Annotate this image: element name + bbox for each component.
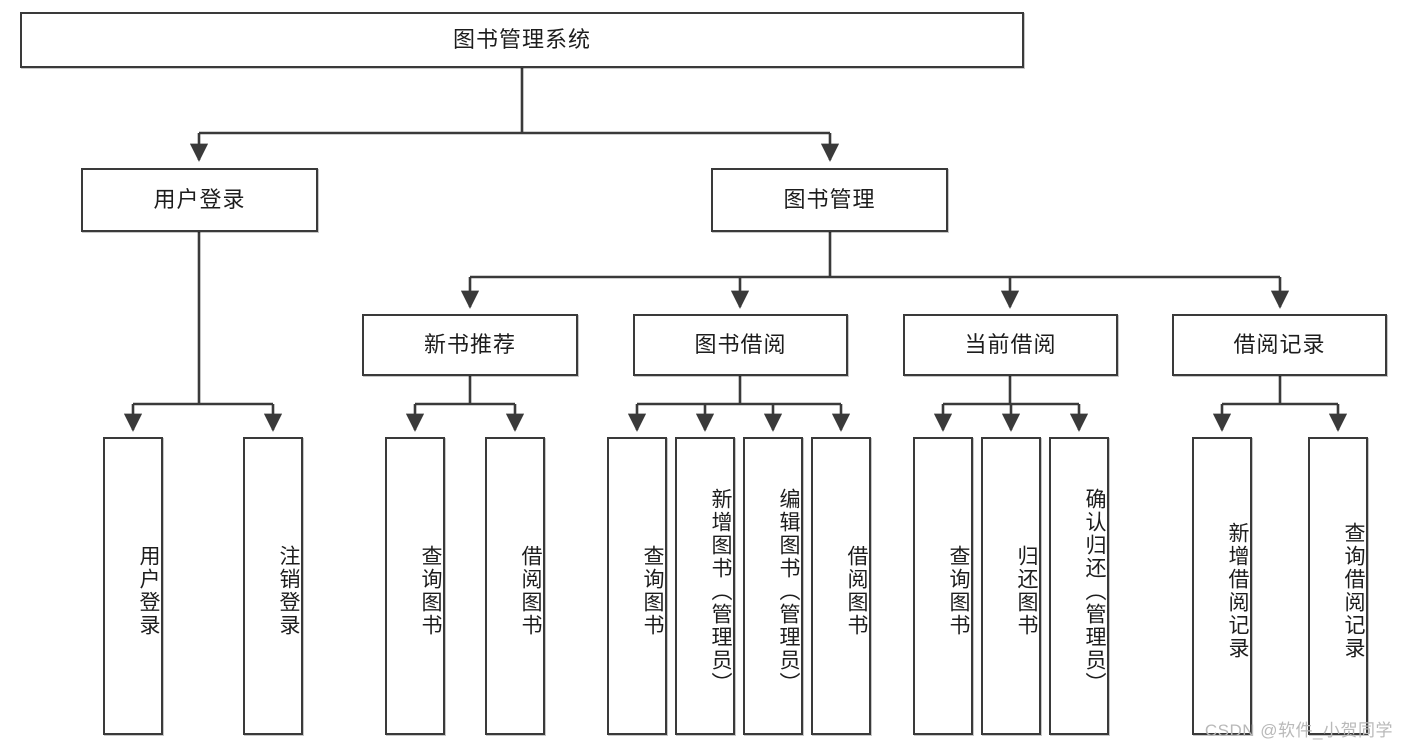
leaf-user-login[interactable]: 用户登录 — [103, 437, 163, 735]
leaf-label: 查询借阅记录 — [1342, 522, 1365, 660]
leaf-label: 查询图书 — [641, 545, 664, 637]
leaf-borrow-add-book-admin[interactable]: 新增图书（管理员） — [675, 437, 735, 735]
node-user-login[interactable]: 用户登录 — [81, 168, 318, 232]
node-label: 新书推荐 — [423, 332, 516, 358]
node-root-book-management-system[interactable]: 图书管理系统 — [20, 12, 1024, 68]
leaf-logout[interactable]: 注销登录 — [243, 437, 303, 735]
leaf-new-book-query-book[interactable]: 查询图书 — [385, 437, 445, 735]
leaf-label: 用户登录 — [137, 545, 160, 637]
node-current-borrowing[interactable]: 当前借阅 — [903, 314, 1118, 376]
leaf-label: 归还图书 — [1015, 545, 1038, 637]
node-label: 图书借阅 — [694, 332, 787, 358]
leaf-borrow-borrow-book[interactable]: 借阅图书 — [811, 437, 871, 735]
node-label: 借阅记录 — [1233, 332, 1326, 358]
leaf-label: 新增借阅记录 — [1226, 522, 1249, 660]
node-book-management[interactable]: 图书管理 — [711, 168, 948, 232]
leaf-label: 查询图书 — [947, 545, 970, 637]
leaf-label: 借阅图书 — [845, 545, 868, 637]
leaf-borrow-query-book[interactable]: 查询图书 — [607, 437, 667, 735]
leaf-label: 借阅图书 — [519, 545, 542, 637]
node-label: 用户登录 — [153, 187, 246, 213]
node-new-book-recommendation[interactable]: 新书推荐 — [362, 314, 578, 376]
leaf-label: 新增图书（管理员） — [709, 487, 732, 695]
leaf-label: 查询图书 — [419, 545, 442, 637]
watermark-text: CSDN @软件_小贺同学 — [1204, 721, 1393, 740]
leaf-label: 注销登录 — [277, 545, 300, 637]
node-label: 图书管理系统 — [452, 27, 591, 53]
leaf-current-confirm-return-admin[interactable]: 确认归还（管理员） — [1049, 437, 1109, 735]
node-label: 当前借阅 — [964, 332, 1057, 358]
leaf-record-query-record[interactable]: 查询借阅记录 — [1308, 437, 1368, 735]
leaf-record-add-record[interactable]: 新增借阅记录 — [1192, 437, 1252, 735]
leaf-current-return-book[interactable]: 归还图书 — [981, 437, 1041, 735]
leaf-label: 编辑图书（管理员） — [777, 487, 800, 695]
leaf-current-query-book[interactable]: 查询图书 — [913, 437, 973, 735]
leaf-new-book-borrow-book[interactable]: 借阅图书 — [485, 437, 545, 735]
node-label: 图书管理 — [783, 187, 876, 213]
leaf-borrow-edit-book-admin[interactable]: 编辑图书（管理员） — [743, 437, 803, 735]
leaf-label: 确认归还（管理员） — [1083, 487, 1106, 695]
node-borrowing-record[interactable]: 借阅记录 — [1172, 314, 1387, 376]
node-book-borrowing[interactable]: 图书借阅 — [633, 314, 848, 376]
